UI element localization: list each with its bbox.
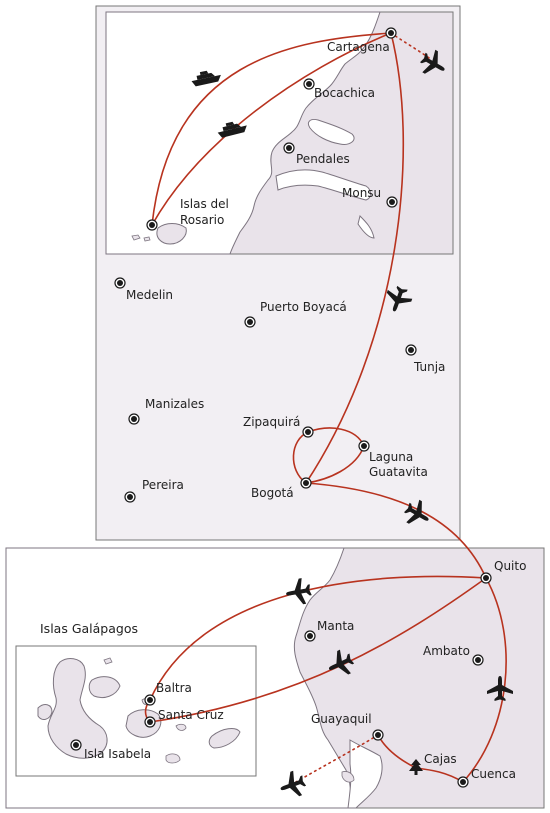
cartagena-inset <box>105 11 454 255</box>
location-dot-icon <box>472 654 484 666</box>
route-cartagena-rosario-inner <box>151 32 392 226</box>
place-labels: Cartagena Bocachica Pendales Monsu Islas… <box>84 40 526 781</box>
rosario-island <box>156 223 187 245</box>
label-islas-rosario-1: Islas del <box>180 197 229 211</box>
location-dot-icon <box>303 78 315 90</box>
location-dot-icon <box>386 196 398 208</box>
rosario-islet-2 <box>143 236 151 242</box>
label-pereira: Pereira <box>142 478 184 492</box>
routes <box>144 32 507 783</box>
label-guatavita-2: Guatavita <box>369 465 428 479</box>
route-cartagena-rosario-outer <box>151 32 392 226</box>
rosario-islet <box>131 234 141 241</box>
location-dot-icon <box>70 739 82 751</box>
label-quito: Quito <box>494 559 526 573</box>
label-medelin: Medelin <box>126 288 173 302</box>
location-dot-icon <box>304 630 316 642</box>
puna-island <box>341 771 355 783</box>
location-dot-icon <box>385 27 397 39</box>
route-cartagena-bogota <box>305 32 405 484</box>
label-bocachica: Bocachica <box>314 86 375 100</box>
label-puerto-boyaca: Puerto Boyacá <box>260 300 347 314</box>
location-dot-icon <box>358 440 370 452</box>
location-dot-icon <box>146 219 158 231</box>
label-baltra: Baltra <box>156 681 192 695</box>
label-manizales: Manizales <box>145 397 204 411</box>
label-guayaquil: Guayaquil <box>311 712 372 726</box>
label-cartagena: Cartagena <box>327 40 390 54</box>
location-dot-icon <box>300 477 312 489</box>
galapagos-inset: Islas Galápagos <box>15 621 257 777</box>
label-bogota: Bogotá <box>251 486 294 500</box>
location-dot-icon <box>405 344 417 356</box>
location-dot-icon <box>124 491 136 503</box>
cartagena-channel <box>275 169 371 201</box>
label-cuenca: Cuenca <box>471 767 516 781</box>
location-dot-icon <box>128 413 140 425</box>
fernandina-island <box>37 704 53 720</box>
label-manta: Manta <box>317 619 354 633</box>
label-islas-rosario-2: Rosario <box>180 213 224 227</box>
location-dot-icon <box>302 426 314 438</box>
gulf-of-guayaquil <box>347 739 383 809</box>
label-pendales: Pendales <box>296 152 350 166</box>
location-dot-icon <box>372 729 384 741</box>
location-dot-icon <box>480 572 492 584</box>
san-cristobal-island <box>208 728 241 749</box>
label-cajas: Cajas <box>424 752 457 766</box>
route-quito-cuenca <box>462 577 507 783</box>
santa-cruz-island <box>125 709 162 738</box>
location-dot-icon <box>144 716 156 728</box>
label-tunja: Tunja <box>413 360 445 374</box>
location-dot-icon <box>457 776 469 788</box>
route-cartagena-flight-dotted <box>390 32 433 61</box>
label-ambato: Ambato <box>423 644 470 658</box>
tree-icon <box>409 759 423 775</box>
location-dot-icon <box>114 277 126 289</box>
cartagena-bay <box>307 119 355 145</box>
cartagena-channel-2 <box>357 215 375 239</box>
label-monsu: Monsu <box>342 186 381 200</box>
label-santa-cruz: Santa Cruz <box>158 708 224 722</box>
location-dot-icon <box>144 694 156 706</box>
santiago-island <box>88 676 121 699</box>
route-guatavita-bogota <box>305 445 365 484</box>
label-guatavita-1: Laguna <box>369 450 413 464</box>
transport-icons <box>190 46 513 802</box>
route-guayaquil-flight-dotted <box>295 734 379 783</box>
santa-fe-island <box>175 723 187 731</box>
label-zipaquira: Zipaquirá <box>243 415 300 429</box>
isabela-island <box>47 658 108 759</box>
label-isla-isabela: Isla Isabela <box>84 747 151 761</box>
location-dot-icon <box>244 316 256 328</box>
pinta-island <box>103 657 113 665</box>
location-dot-icon <box>283 142 295 154</box>
floreana-island <box>165 753 181 764</box>
galapagos-title: Islas Galápagos <box>40 621 138 636</box>
